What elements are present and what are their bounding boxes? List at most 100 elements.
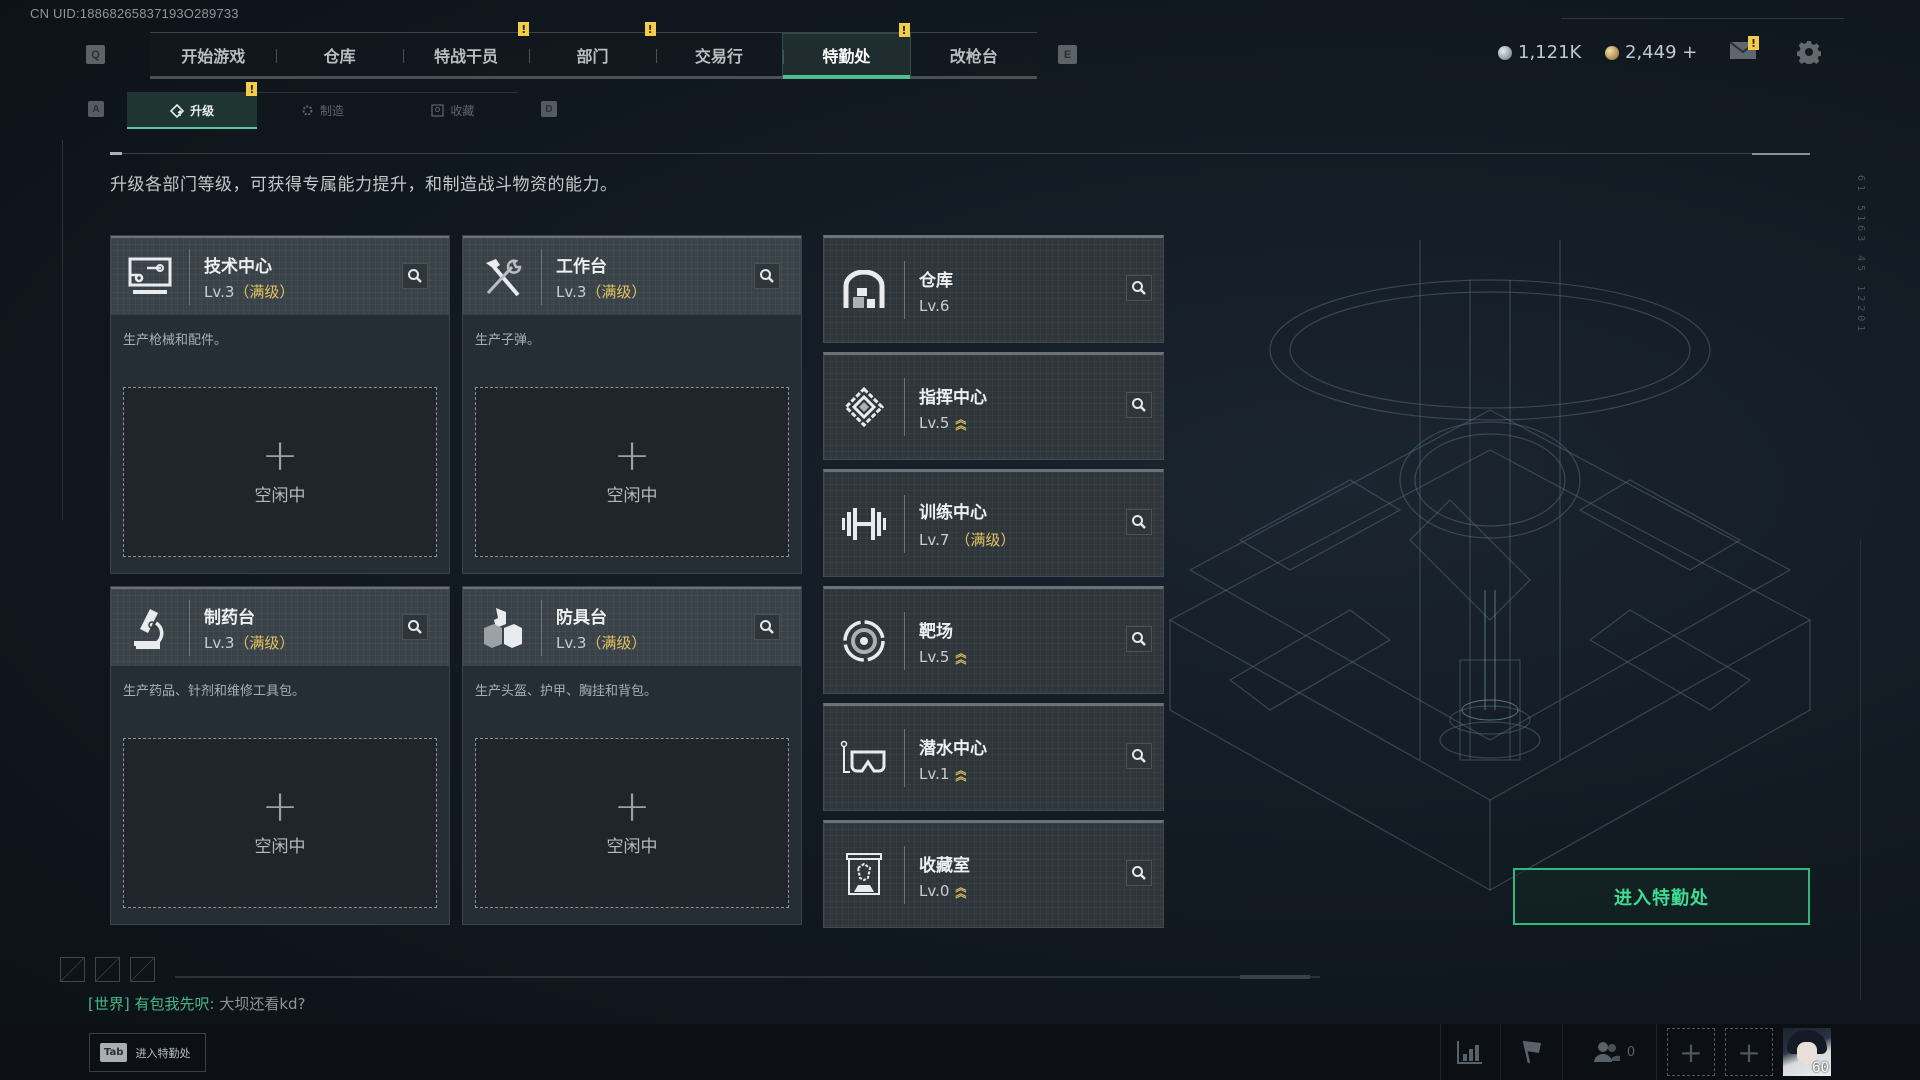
tab-hint-label: 进入特勤处	[135, 1046, 191, 1060]
tab-operators[interactable]: 特战干员 !	[402, 22, 530, 76]
gear-icon	[1796, 41, 1822, 67]
player-avatar[interactable]: 60	[1783, 1028, 1831, 1076]
production-slot[interactable]: + 空闲中	[475, 738, 789, 908]
inspect-button[interactable]	[1126, 509, 1152, 535]
facility-card-command-center[interactable]: 指挥中心 Lv.5 ︽︽	[823, 352, 1164, 460]
currency-gold[interactable]: 2,449 +	[1605, 42, 1697, 63]
facility-card-training-center[interactable]: 训练中心 Lv.7（满级）	[823, 469, 1164, 577]
tab-department[interactable]: 部门 !	[529, 22, 656, 76]
bar-separator	[1656, 1024, 1657, 1080]
inspect-button[interactable]	[754, 263, 780, 289]
world-chat-line[interactable]: [世界] 有包我先呎: 大坝还看kd?	[88, 993, 306, 1014]
facility-description: 生产子弹。	[475, 333, 541, 348]
header-separator	[904, 261, 905, 319]
upgrade-available-chevron-icon: ︽︽	[955, 880, 967, 900]
inspect-button[interactable]	[1126, 860, 1152, 886]
facility-card-pharmacy[interactable]: 制药台 Lv.3（满级） 生产药品、针剂和维修工具包。 + 空闲中	[110, 586, 450, 925]
quick-slot[interactable]	[60, 957, 85, 982]
main-nav: 开始游戏 仓库 特战干员 ! 部门 ! 交易行 特勤处 ! 改枪台	[150, 22, 1037, 79]
magnifier-icon	[1132, 398, 1146, 412]
header-separator	[541, 248, 542, 305]
facility-card-warehouse[interactable]: 仓库 Lv.6	[823, 235, 1164, 343]
production-slot[interactable]: + 空闲中	[123, 738, 437, 908]
bottom-bar	[0, 1024, 1920, 1080]
tab-special-ops[interactable]: 特勤处 !	[782, 23, 911, 79]
inspect-button[interactable]	[1126, 392, 1152, 418]
subtab-collection[interactable]: 收藏	[388, 93, 518, 128]
tab-warehouse[interactable]: 仓库	[276, 33, 402, 76]
avatar-face	[1797, 1042, 1817, 1064]
upgrade-available-chevron-icon: ︽︽	[955, 646, 967, 666]
gold-coin-icon	[1605, 45, 1619, 60]
friends-button[interactable]: 0	[1590, 1034, 1638, 1070]
quick-slot[interactable]	[95, 957, 120, 982]
stats-button[interactable]	[1455, 1034, 1485, 1070]
facility-level: Lv.6	[919, 296, 950, 315]
max-level-label: （满级）	[586, 282, 647, 301]
currency-silver-value: 1,121K	[1518, 42, 1582, 63]
facility-name: 指挥中心	[919, 387, 987, 408]
facility-card-shooting-range[interactable]: 靶场 Lv.5 ︽︽	[823, 586, 1164, 694]
facility-name: 工作台	[556, 256, 607, 277]
bar-separator	[1440, 1024, 1441, 1080]
friends-icon	[1593, 1042, 1620, 1062]
settings-button[interactable]	[1796, 40, 1822, 68]
alert-badge-icon: !	[246, 82, 258, 96]
max-level-label: （满级）	[234, 633, 295, 652]
tab-label: 特战干员	[434, 46, 499, 66]
header-separator	[904, 378, 905, 436]
divider-cap	[110, 152, 122, 155]
production-slot[interactable]: + 空闲中	[475, 387, 789, 557]
magnifier-icon	[1132, 632, 1146, 646]
facility-card-tech-center[interactable]: 技术中心 Lv.3（满级） 生产枪械和配件。 + 空闲中	[110, 235, 450, 574]
tab-shortcut-hint[interactable]: Tab 进入特勤处	[89, 1033, 206, 1072]
tab-gunsmith[interactable]: 改枪台	[911, 33, 1037, 76]
inspect-button[interactable]	[1126, 275, 1152, 301]
facility-name: 收藏室	[919, 855, 970, 876]
inspect-button[interactable]	[402, 614, 428, 640]
tab-label: 开始游戏	[181, 46, 246, 66]
nav-prev-key-hint[interactable]: Q	[86, 45, 105, 64]
subtab-upgrade[interactable]: 升级 !	[127, 82, 258, 129]
inspect-button[interactable]	[1126, 743, 1152, 769]
chat-channel: [世界]	[88, 995, 130, 1013]
progress-marker	[1240, 975, 1310, 979]
header-separator	[904, 495, 905, 553]
mail-button[interactable]: !	[1729, 36, 1759, 62]
subnav-prev-key-hint[interactable]: A	[88, 101, 104, 117]
progress-track	[175, 976, 1320, 978]
tab-trading-house[interactable]: 交易行	[655, 33, 782, 76]
nav-next-key-hint[interactable]: E	[1058, 45, 1077, 64]
production-slot[interactable]: + 空闲中	[123, 387, 437, 557]
tab-label: 部门	[576, 46, 609, 66]
upgrade-icon	[170, 103, 185, 118]
inspect-button[interactable]	[1126, 626, 1152, 652]
currency-gold-value: 2,449 +	[1625, 42, 1698, 63]
subtab-craft[interactable]: 制造	[257, 93, 387, 128]
team-flag-button[interactable]	[1518, 1034, 1548, 1070]
header-separator	[904, 729, 905, 787]
quick-slot[interactable]	[130, 957, 155, 982]
add-party-slot-button[interactable]: +	[1725, 1028, 1773, 1076]
enter-special-ops-button[interactable]: 进入特勤处	[1513, 868, 1810, 925]
facility-card-diving-center[interactable]: 潜水中心 Lv.1 ︽︽	[823, 703, 1164, 811]
facility-card-workbench[interactable]: 工作台 Lv.3（满级） 生产子弹。 + 空闲中	[462, 235, 802, 574]
subnav-next-key-hint[interactable]: D	[541, 101, 557, 117]
facility-card-collection-room[interactable]: 收藏室 Lv.0 ︽︽	[823, 820, 1164, 928]
diving-mask-icon	[840, 740, 886, 773]
tab-start-game[interactable]: 开始游戏	[150, 33, 276, 76]
avatar-level: 60	[1812, 1060, 1829, 1076]
facility-name: 防具台	[556, 607, 607, 628]
currency-silver[interactable]: 1,121K	[1498, 42, 1581, 63]
player-uid: CN UID:18868265837193O289733	[30, 6, 239, 21]
facility-card-armor-bench[interactable]: 防具台 Lv.3（满级） 生产头盔、护甲、胸挂和背包。 + 空闲中	[462, 586, 802, 925]
inspect-button[interactable]	[402, 263, 428, 289]
friends-count: 0	[1626, 1044, 1636, 1060]
tab-keycap: Tab	[100, 1043, 128, 1062]
bar-separator	[1500, 1024, 1501, 1080]
inspect-button[interactable]	[754, 614, 780, 640]
magnifier-icon	[760, 620, 774, 634]
divider-end	[1752, 153, 1810, 155]
facility-level: Lv.3	[204, 282, 235, 301]
add-party-slot-button[interactable]: +	[1667, 1028, 1715, 1076]
